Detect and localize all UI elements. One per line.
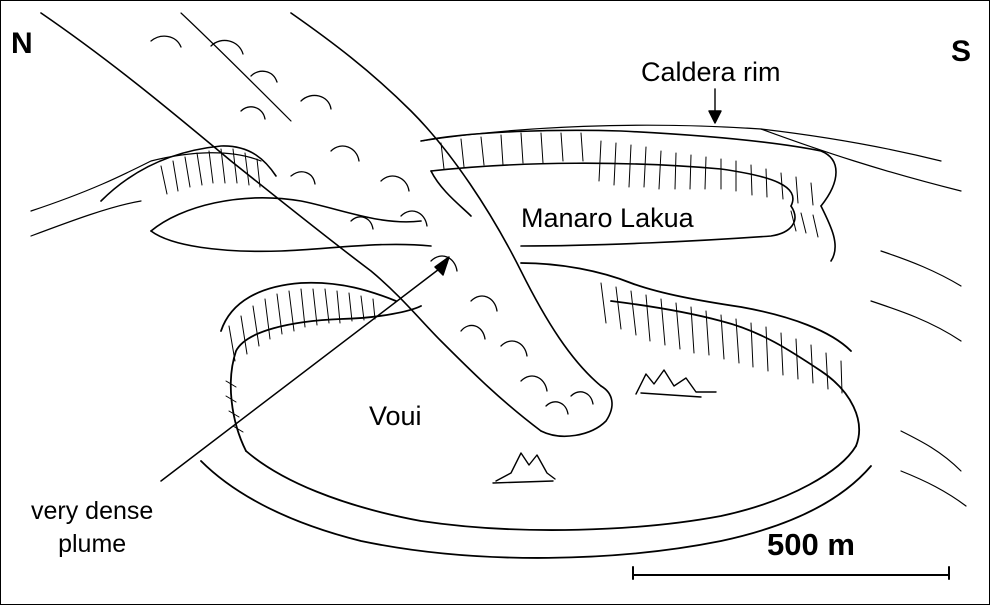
south-label: S: [951, 35, 972, 68]
scale-bar-label: 500 m: [767, 527, 855, 562]
voui-label: Voui: [369, 401, 422, 431]
plume: [40, 12, 613, 437]
upper-rim-hatching: [160, 132, 819, 238]
lower-rim-hatching: [225, 282, 843, 433]
caldera-rim-label: Caldera rim: [641, 57, 781, 87]
scale-bar: [632, 566, 950, 580]
plume-texture: [150, 35, 594, 415]
plume-label-line2: plume: [58, 529, 127, 558]
plume-label: very dense plume: [31, 495, 153, 560]
islets: [492, 369, 717, 484]
plume-label-line1: very dense: [31, 497, 154, 525]
lower-crater: [200, 262, 872, 559]
background-terrain: [30, 124, 967, 507]
caldera-rim-arrow: [708, 88, 722, 124]
manaro-lakua-label: Manaro Lakua: [521, 203, 694, 233]
north-label: N: [11, 27, 33, 60]
plume-leader: [160, 256, 450, 482]
upper-crater: [100, 129, 837, 262]
